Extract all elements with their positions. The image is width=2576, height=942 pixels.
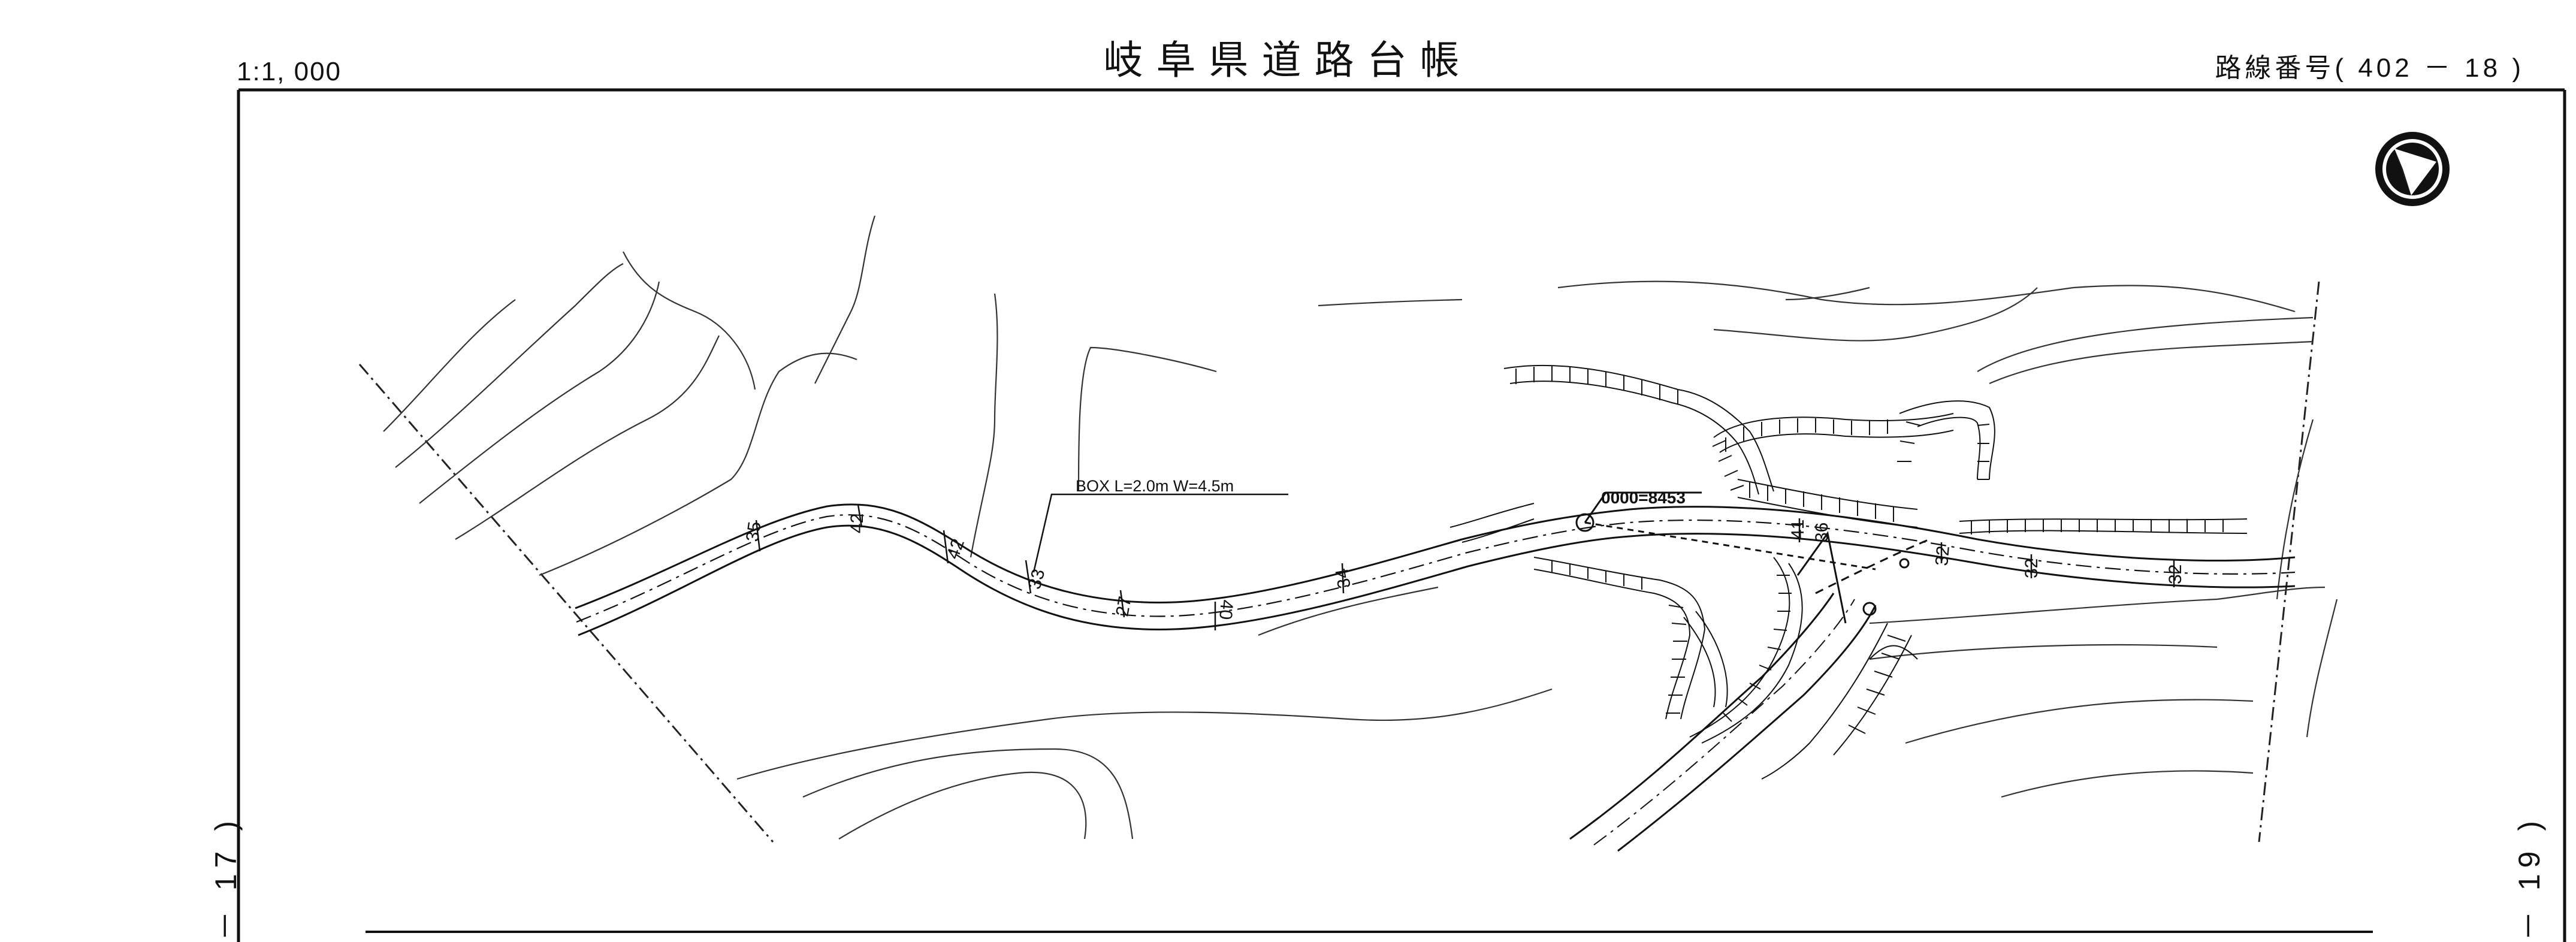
section-markers [755, 504, 2175, 630]
sheet-title: 岐阜県道路台帳 [1103, 37, 1473, 83]
route-number: 路線番号( 402 － 18 ) [2215, 53, 2524, 83]
width-label: 35 [742, 520, 765, 543]
start-point-label: 0000=8453 [1601, 488, 1686, 507]
width-label: 32 [2022, 558, 2042, 578]
contour-lines [383, 215, 2338, 840]
branch-road [1569, 531, 1930, 852]
start-point-marker [1575, 491, 1910, 616]
width-label: 36 [1812, 523, 1832, 542]
scale-label: 1:1, 000 [237, 57, 342, 86]
north-arrow-icon [2375, 132, 2450, 206]
box-culvert-label: BOX L=2.0m W=4.5m [1076, 477, 1234, 495]
width-label: 40 [1215, 599, 1237, 620]
width-label: 34 [1332, 567, 1355, 590]
width-label: 41 [1788, 520, 1808, 539]
width-label: 33 [1025, 567, 1049, 591]
width-label: 27 [1112, 595, 1135, 618]
box-culvert-leader [1032, 493, 1288, 573]
width-label: 32 [2166, 564, 2185, 584]
width-label: 32 [1932, 545, 1953, 566]
boundary-lines [358, 281, 2320, 843]
width-label: 42 [847, 514, 867, 533]
sheet-frame [237, 88, 2566, 942]
slope-ticks [1515, 366, 2224, 734]
main-road [575, 503, 2296, 636]
